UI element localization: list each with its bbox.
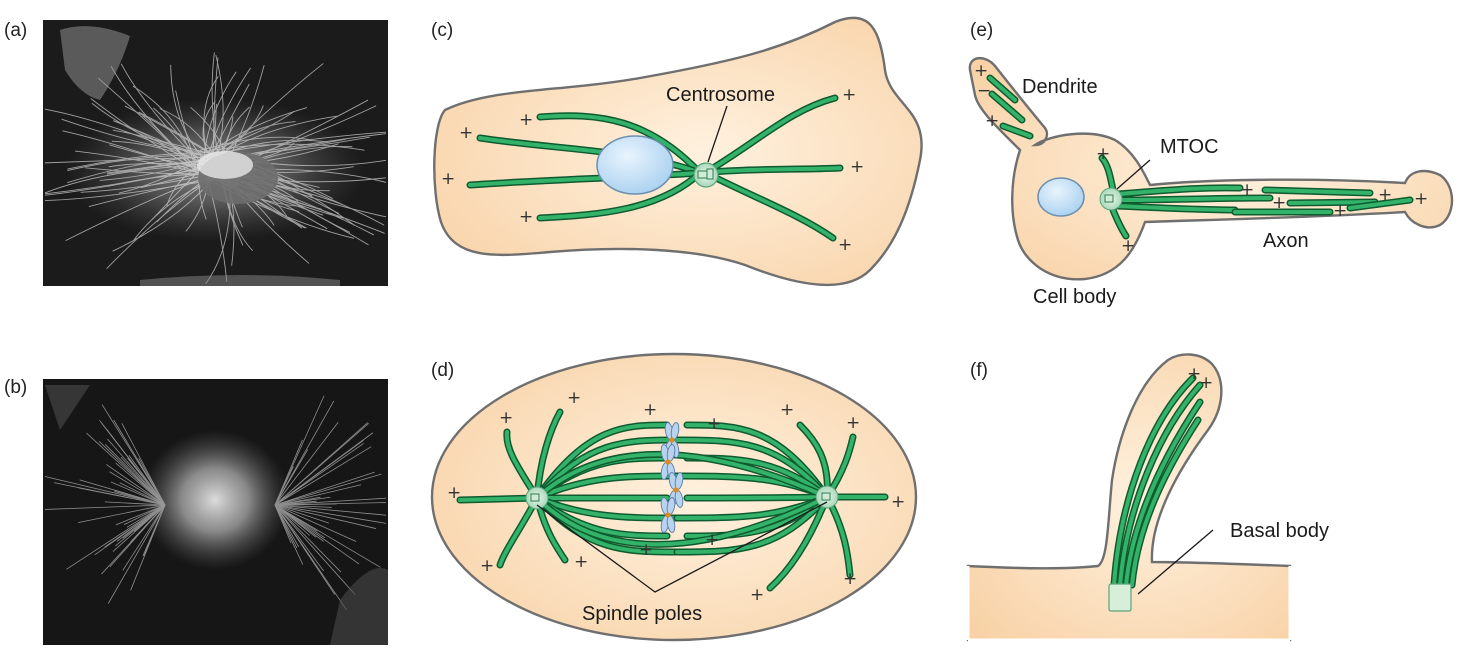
panel-label-e: (e) bbox=[970, 20, 993, 41]
spindle-poles-leader bbox=[536, 501, 828, 593]
dendrite-label: Dendrite bbox=[1022, 76, 1098, 98]
plus-sign: + bbox=[750, 585, 764, 605]
plus-sign: + bbox=[985, 111, 999, 131]
panel-label-c: (c) bbox=[431, 20, 453, 41]
plus-sign: + bbox=[705, 530, 719, 550]
plus-end-markers: + + + + + + + + + + + + + + bbox=[447, 388, 905, 605]
mtoc-leader bbox=[1116, 159, 1151, 190]
panel-label-a: (a) bbox=[4, 20, 27, 41]
panel-label-f: (f) bbox=[970, 360, 988, 381]
neuron-outline bbox=[968, 57, 1454, 281]
plus-sign: + bbox=[1187, 364, 1201, 384]
plus-sign: + bbox=[838, 235, 852, 255]
mtoc-label: MTOC bbox=[1160, 136, 1219, 158]
plus-sign: + bbox=[846, 413, 860, 433]
plus-sign: + bbox=[574, 552, 588, 572]
end-markers: + − + + + + + + + + bbox=[974, 61, 1428, 256]
plus-sign: + bbox=[1121, 236, 1135, 256]
plus-sign: + bbox=[459, 123, 473, 143]
plus-sign: + bbox=[974, 61, 988, 81]
fiber bbox=[274, 504, 381, 568]
plus-sign: + bbox=[1096, 144, 1110, 164]
diagram-neuron: Dendrite MTOC Axon Cell body + − + + + +… bbox=[968, 57, 1454, 308]
fiber bbox=[274, 440, 364, 506]
microtubule bbox=[535, 495, 829, 547]
plus-sign: + bbox=[842, 85, 856, 105]
axon-label: Axon bbox=[1263, 230, 1309, 252]
plus-sign: + bbox=[1333, 201, 1347, 221]
plus-sign: + bbox=[1240, 180, 1254, 200]
micrograph-mitotic-cell bbox=[43, 379, 388, 645]
plus-end-markers: + + + + + + + bbox=[441, 85, 864, 255]
fiber bbox=[274, 504, 356, 595]
spindle-pole-right bbox=[815, 485, 839, 509]
plus-sign: + bbox=[1199, 373, 1213, 393]
diagram-mitotic-spindle: Spindle poles + + + + + + + + + + + + + … bbox=[430, 352, 918, 642]
fiber bbox=[274, 471, 375, 506]
plus-sign: + bbox=[643, 400, 657, 420]
plus-end-markers: + + bbox=[1187, 364, 1213, 393]
fiber bbox=[274, 504, 387, 516]
axoneme-microtubules bbox=[1110, 374, 1204, 589]
axon-microtubules bbox=[1098, 154, 1414, 240]
plus-sign: + bbox=[441, 169, 455, 189]
plus-sign: + bbox=[850, 157, 864, 177]
fiber bbox=[274, 422, 369, 506]
spindle-poles-label: Spindle poles bbox=[582, 603, 702, 625]
microtubule bbox=[535, 474, 679, 500]
neuron-nucleus bbox=[1037, 177, 1085, 217]
diagram-cilium: Basal body + + bbox=[966, 353, 1329, 642]
spindle-pole-left bbox=[525, 486, 549, 510]
plus-sign: + bbox=[1272, 193, 1286, 213]
plus-sign: + bbox=[499, 408, 513, 428]
plus-sign: + bbox=[639, 540, 653, 560]
basal-body-leader bbox=[1137, 529, 1214, 595]
chromosomes bbox=[660, 422, 684, 533]
microtubule bbox=[685, 495, 829, 500]
fiber bbox=[274, 502, 387, 506]
plus-sign: + bbox=[843, 569, 857, 589]
fiber bbox=[274, 446, 372, 506]
dendrite-microtubules bbox=[986, 74, 1034, 140]
diagram-interphase-cell: Centrosome + + + + + + + bbox=[433, 16, 923, 287]
plus-sign: + bbox=[519, 207, 533, 227]
fiber bbox=[274, 497, 387, 506]
nucleus bbox=[596, 135, 674, 195]
microtubule bbox=[675, 495, 829, 554]
plus-sign: + bbox=[1378, 185, 1392, 205]
plus-sign: + bbox=[891, 492, 905, 512]
basal-body bbox=[1108, 583, 1132, 612]
microtubule bbox=[675, 438, 829, 499]
plus-sign: + bbox=[447, 483, 461, 503]
mtoc-body bbox=[1099, 187, 1123, 211]
fiber bbox=[274, 473, 382, 506]
microtubule bbox=[458, 496, 539, 502]
fiber bbox=[274, 504, 377, 529]
microtubule bbox=[535, 496, 679, 520]
centrosome-leader bbox=[707, 105, 728, 163]
plus-sign: + bbox=[1414, 189, 1428, 209]
microtubule bbox=[535, 452, 829, 500]
plus-sign: + bbox=[567, 388, 581, 408]
fiber bbox=[274, 504, 360, 565]
plus-sign: + bbox=[480, 556, 494, 576]
panel-label-b: (b) bbox=[4, 377, 27, 398]
centrosome-label: Centrosome bbox=[666, 84, 775, 106]
plus-sign: + bbox=[780, 400, 794, 420]
chromosome bbox=[660, 497, 676, 533]
plus-sign: + bbox=[707, 414, 721, 434]
microtubule bbox=[768, 495, 829, 590]
plus-sign: + bbox=[519, 110, 533, 130]
micrograph-interphase-cell bbox=[43, 20, 388, 286]
fiber bbox=[274, 504, 387, 524]
cell-body-label: Cell body bbox=[1033, 286, 1116, 308]
panel-label-d: (d) bbox=[431, 360, 454, 381]
centrosome-body bbox=[693, 162, 719, 188]
basal-body-label: Basal body bbox=[1230, 520, 1329, 542]
minus-sign: − bbox=[977, 81, 991, 101]
